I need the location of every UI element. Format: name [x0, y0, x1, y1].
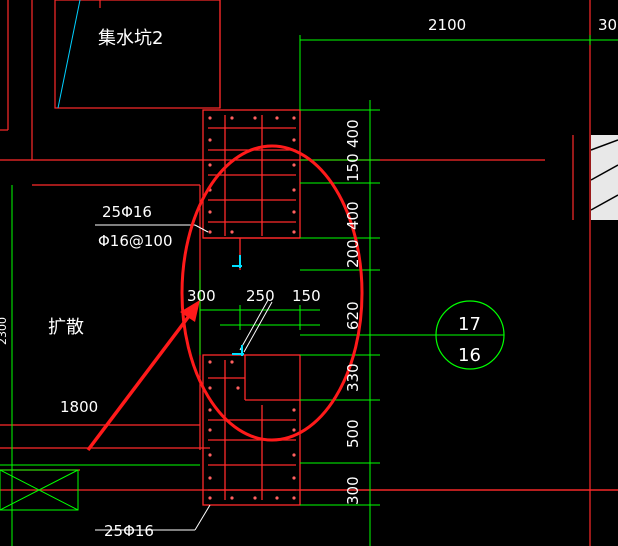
dimension-lines	[0, 35, 618, 546]
axis-label-top: 17	[458, 314, 481, 335]
highlight-ellipse	[180, 144, 364, 442]
cyan-marks	[232, 255, 244, 356]
stirrup-label: Φ16@100	[98, 232, 173, 250]
dim-300-mid: 300	[187, 287, 216, 305]
dim-v-330: 330	[344, 363, 362, 392]
dim-left-edge: 2300	[0, 317, 9, 345]
sump-label: 集水坑2	[98, 28, 163, 49]
dim-v-150: 150	[344, 153, 362, 182]
axis-circle	[435, 300, 505, 370]
dim-150-mid: 150	[292, 287, 321, 305]
dim-250-mid: 250	[246, 287, 275, 305]
dim-1800: 1800	[60, 398, 98, 416]
red-arrow	[86, 300, 200, 452]
hatched-column	[590, 135, 618, 220]
dim-v-400: 400	[344, 119, 362, 148]
rebar-top-label: 25Φ16	[102, 203, 152, 221]
leader-lines	[95, 224, 273, 531]
dim-v-300: 300	[344, 476, 362, 505]
axis-label-bottom: 16	[458, 345, 481, 366]
rebar-dots	[208, 116, 296, 500]
sump-pit-outline	[54, 0, 221, 109]
dim-v-400b: 400	[344, 201, 362, 230]
dim-2100: 2100	[428, 16, 466, 34]
expand-label: 扩散	[48, 317, 84, 338]
wall-column	[202, 109, 301, 506]
cross-box	[0, 469, 79, 511]
dim-v-500: 500	[344, 419, 362, 448]
rebar-bottom-label: 25Φ16	[104, 522, 154, 540]
sump-diagonal	[57, 0, 81, 109]
dim-v-200: 200	[344, 239, 362, 268]
dim-v-620: 620	[344, 301, 362, 330]
dim-top-right: 300	[598, 16, 618, 34]
